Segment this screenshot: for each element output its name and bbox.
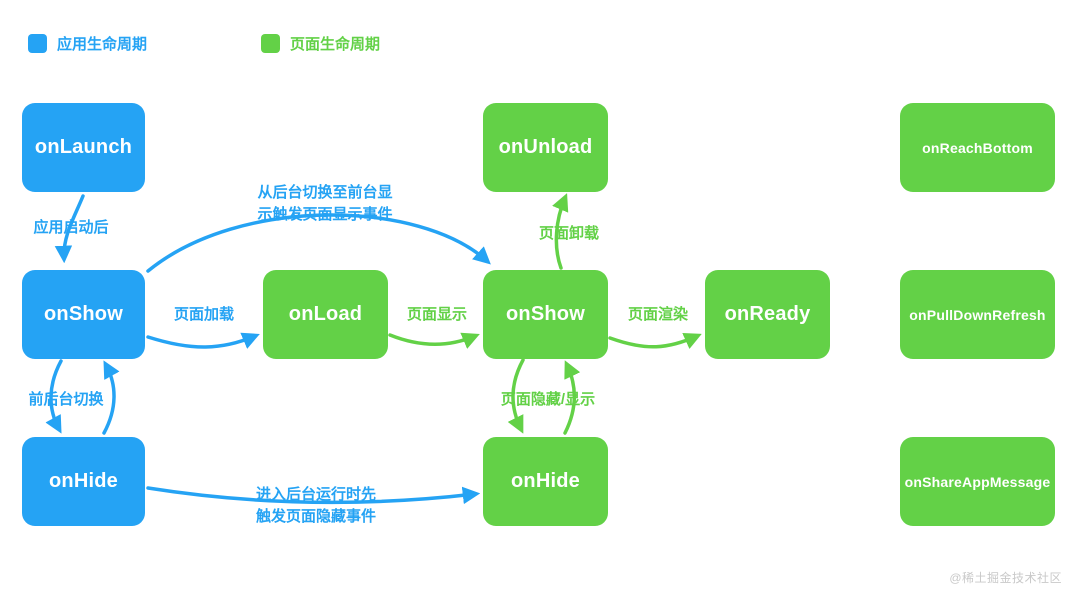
app-lifecycle-legend-label: 应用生命周期 <box>57 36 148 53</box>
node-app-onshow: onShow <box>22 270 145 359</box>
edge-label-enter-bg: 进入后台运行时先 触发页面隐藏事件 <box>255 486 376 525</box>
node-label: onShow <box>44 303 123 325</box>
node-page-onhide: onHide <box>483 437 608 526</box>
node-page-onready: onReady <box>705 270 830 359</box>
node-app-onlaunch: onLaunch <box>22 103 145 192</box>
node-label: onLaunch <box>34 136 133 158</box>
node-page-onunload: onUnload <box>483 103 608 192</box>
edge-label-page-hide-show: 页面隐藏/显示 <box>500 391 596 408</box>
node-label: onHide <box>511 470 580 492</box>
node-app-onhide: onHide <box>22 437 145 526</box>
node-page-onshow: onShow <box>483 270 608 359</box>
node-page-onreachbottom: onReachBottom <box>900 103 1055 192</box>
node-label: onPullDownRefresh <box>909 306 1046 323</box>
app-lifecycle-swatch <box>28 34 47 53</box>
edge-label-page-unload: 页面卸载 <box>538 225 599 242</box>
node-page-onpulldownrefresh: onPullDownRefresh <box>900 270 1055 359</box>
node-page-onshareappmessage: onShareAppMessage <box>900 437 1055 526</box>
node-label: onUnload <box>498 136 593 158</box>
node-label: onShareAppMessage <box>904 473 1051 490</box>
edge-label-app-launch: 应用启动后 <box>33 219 109 236</box>
edge-label-fg-bg-switch: 前后台切换 <box>28 391 104 408</box>
edge-label-page-render: 页面渲染 <box>627 306 688 323</box>
node-label: onHide <box>49 470 118 492</box>
node-label: onShow <box>506 303 585 325</box>
node-label: onReady <box>724 303 811 325</box>
edge-label-page-load: 页面加载 <box>173 306 234 323</box>
arrow-appshow-to-onload <box>146 332 260 349</box>
node-label: onReachBottom <box>922 139 1033 156</box>
edge-label-bg-to-fg: 从后台切换至前台显 示触发页面显示事件 <box>257 184 393 223</box>
arrow-pageshow-to-onready <box>608 333 702 349</box>
edge-label-page-show: 页面显示 <box>406 306 467 323</box>
node-page-onload: onLoad <box>263 270 388 359</box>
legend: 应用生命周期 页面生命周期 <box>28 33 380 54</box>
node-label: onLoad <box>288 303 363 325</box>
page-lifecycle-legend-label: 页面生命周期 <box>290 36 381 53</box>
page-lifecycle-swatch <box>261 34 281 53</box>
watermark: @稀土掘金技术社区 <box>949 571 1062 585</box>
arrow-onload-to-pageshow <box>388 332 480 349</box>
